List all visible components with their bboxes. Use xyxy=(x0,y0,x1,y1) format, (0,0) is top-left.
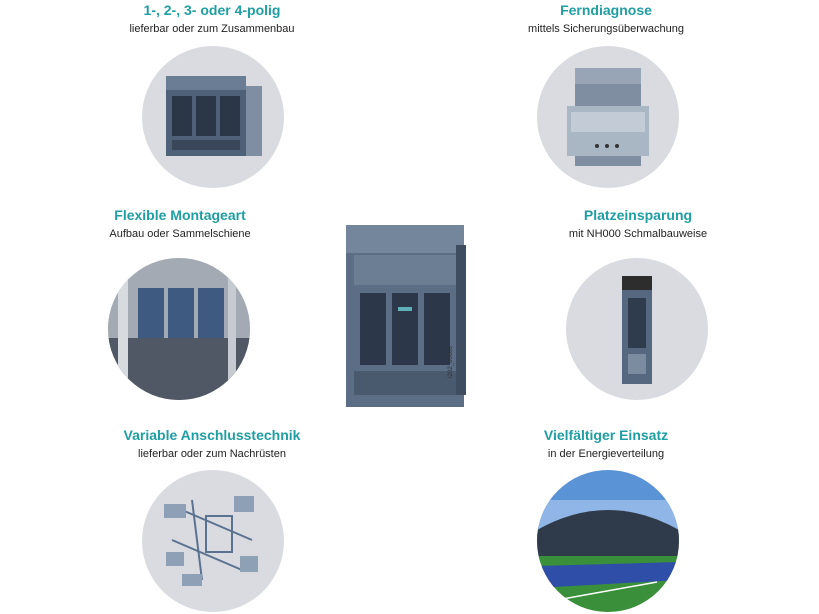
feature-poles: 1-, 2-, 3- oder 4-polig lieferbar oder z… xyxy=(112,2,312,36)
feature-remote-diagnosis-image xyxy=(537,46,679,188)
center-image-code: I202_00066 xyxy=(448,346,454,378)
feature-mounting-image xyxy=(108,258,250,400)
feature-poles-subtitle: lieferbar oder zum Zusammenbau xyxy=(129,23,295,35)
feature-applications-title: Vielfältiger Einsatz xyxy=(543,427,669,443)
feature-applications-image xyxy=(537,470,679,612)
center-device-image xyxy=(340,215,480,415)
feature-applications: Vielfältiger Einsatz in der Energieverte… xyxy=(506,427,706,461)
feature-poles-title: 1-, 2-, 3- oder 4-polig xyxy=(143,2,281,18)
feature-mounting-title: Flexible Montageart xyxy=(114,207,246,223)
feature-remote-diagnosis: Ferndiagnose mittels Sicherungsüberwachu… xyxy=(506,2,706,36)
feature-space-saving: Platzeinsparung mit NH000 Schmalbauweise xyxy=(538,207,738,241)
feature-applications-subtitle: in der Energieverteilung xyxy=(547,448,665,460)
feature-mounting: Flexible Montageart Aufbau oder Sammelsc… xyxy=(80,207,280,241)
feature-poles-image xyxy=(142,46,284,188)
feature-connection-image xyxy=(142,470,284,612)
feature-mounting-subtitle: Aufbau oder Sammelschiene xyxy=(109,228,251,240)
feature-space-saving-subtitle: mit NH000 Schmalbauweise xyxy=(568,228,708,240)
feature-space-saving-title: Platzeinsparung xyxy=(583,207,693,223)
feature-connection-subtitle: lieferbar oder zum Nachrüsten xyxy=(138,448,286,460)
feature-space-saving-image xyxy=(566,258,708,400)
feature-remote-diagnosis-subtitle: mittels Sicherungsüberwachung xyxy=(528,23,684,35)
feature-connection: Variable Anschlusstechnik lieferbar oder… xyxy=(112,427,312,461)
feature-remote-diagnosis-title: Ferndiagnose xyxy=(560,2,652,18)
feature-connection-title: Variable Anschlusstechnik xyxy=(123,427,301,443)
